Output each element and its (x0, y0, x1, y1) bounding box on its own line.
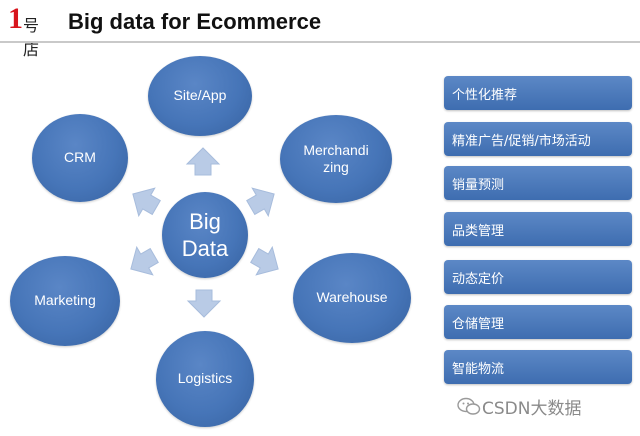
site-app-label: Site/App (173, 87, 227, 104)
warehouse-node: Warehouse (293, 253, 411, 343)
wechat-icon (457, 397, 481, 415)
arrow-to-merchandizing (242, 179, 283, 222)
crm-node: CRM (32, 114, 128, 202)
arrow-to-crm (124, 179, 165, 222)
big-data-node: Big Data (162, 192, 248, 278)
warehouse-label: Warehouse (316, 289, 388, 306)
tag-smart-logistics: 智能物流 (444, 350, 632, 384)
merchandizing-label-1: Merchandi (303, 141, 369, 158)
merchandizing-label-2: zing (323, 159, 349, 175)
marketing-label: Marketing (34, 292, 96, 309)
logo-digit: 1 (8, 2, 23, 35)
page-title: Big data for Ecommerce (68, 9, 322, 34)
watermark-text: CSDN大数据 (482, 399, 582, 419)
big-data-line1: Big (189, 208, 221, 234)
merchandizing-node: Merchandi zing (280, 115, 392, 203)
arrow-to-warehouse (246, 241, 287, 284)
arrow-to-site-app (186, 147, 220, 176)
tag-warehouse-management: 仓储管理 (444, 305, 632, 339)
crm-label: CRM (64, 149, 96, 166)
logistics-label: Logistics (177, 370, 233, 387)
big-data-line2: Data (181, 236, 229, 261)
header: 1 号店 Big data for Ecommerce (0, 0, 640, 59)
logistics-node: Logistics (156, 331, 254, 427)
arrow-to-marketing (122, 241, 163, 284)
yhd-logo: 1 号店 (8, 2, 52, 59)
tag-sales-forecast: 销量预测 (444, 166, 632, 200)
marketing-node: Marketing (10, 256, 120, 346)
tag-category-management: 品类管理 (444, 212, 632, 246)
watermark: CSDN大数据 (482, 394, 581, 419)
header-divider (0, 41, 640, 43)
logo-text: 号店 (23, 16, 39, 59)
tag-personalized-recommendation: 个性化推荐 (444, 76, 632, 110)
arrow-to-logistics (187, 289, 221, 318)
tag-dynamic-pricing: 动态定价 (444, 260, 632, 294)
site-app-node: Site/App (148, 56, 252, 136)
tag-precise-advertising: 精准广告/促销/市场活动 (444, 122, 632, 156)
